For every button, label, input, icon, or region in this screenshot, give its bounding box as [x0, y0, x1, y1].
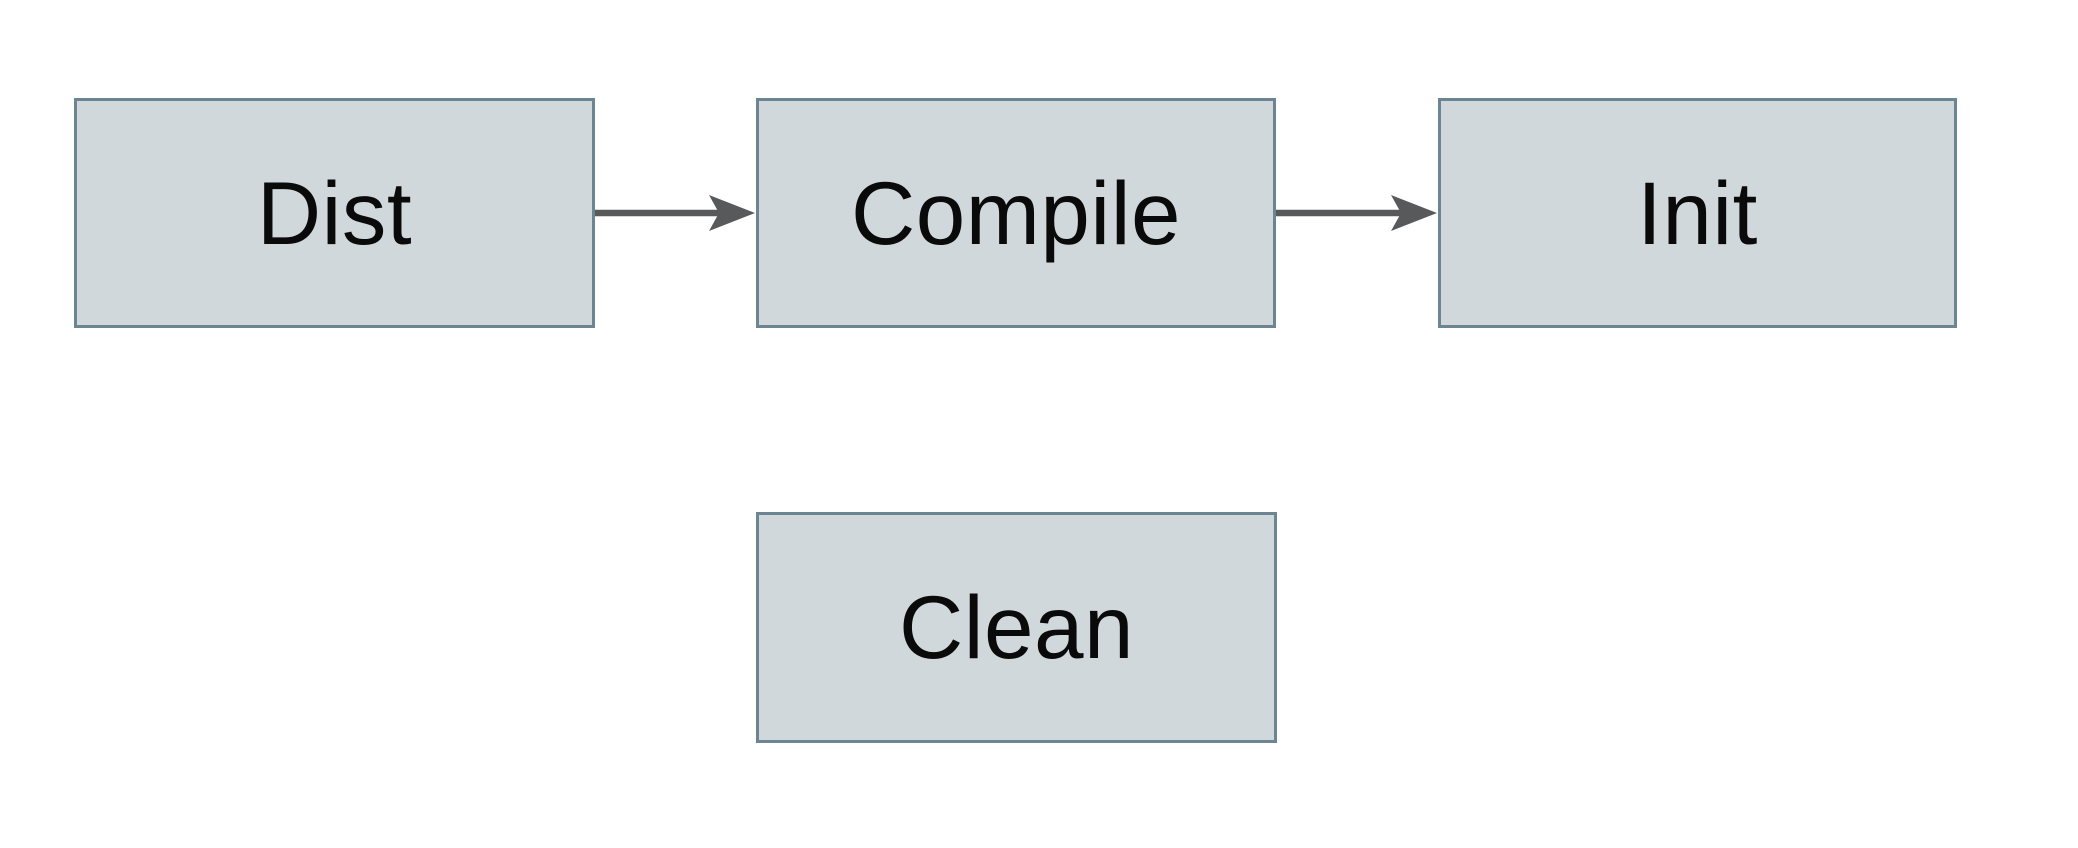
node-label-dist: Dist	[256, 162, 413, 263]
diagram-node-init: Init	[1438, 98, 1957, 328]
diagram-node-compile: Compile	[756, 98, 1276, 328]
node-label-init: Init	[1637, 162, 1758, 263]
connector-dist-compile	[595, 195, 755, 231]
diagram-node-clean: Clean	[756, 512, 1277, 743]
connector-compile-init	[1276, 195, 1437, 231]
node-label-compile: Compile	[851, 162, 1181, 263]
arrowhead-icon	[1391, 195, 1437, 231]
diagram-node-dist: Dist	[74, 98, 595, 328]
node-label-clean: Clean	[898, 577, 1135, 677]
arrowhead-icon	[709, 195, 755, 231]
